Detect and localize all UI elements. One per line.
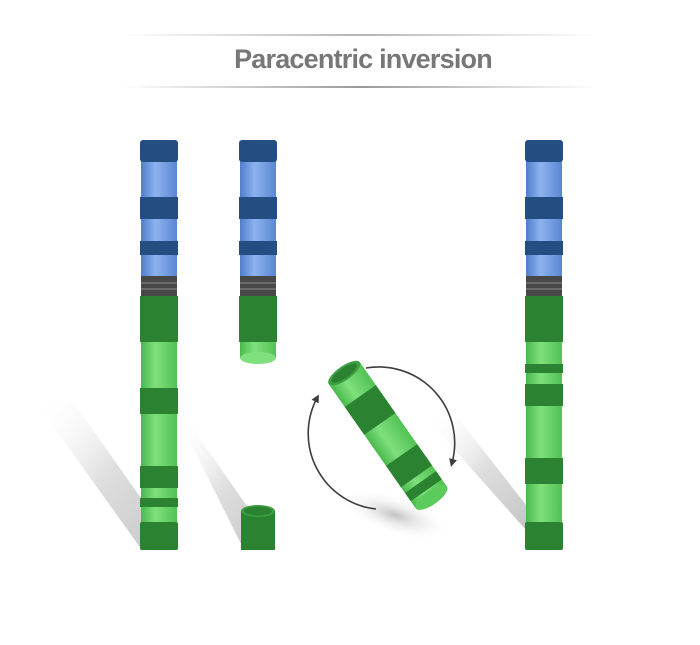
segment-band [344,385,396,435]
q-band [525,458,563,484]
chromosome-original [140,140,178,550]
rotating-segment-shadow [339,488,451,542]
rotation-arrow-icon [365,366,457,467]
distal-fragment [241,511,275,550]
chromosome-3-shadow [428,418,530,530]
q-band [140,296,178,342]
q-band [140,522,178,550]
segment-top-face [331,363,357,383]
p-band [239,140,277,162]
p-band [140,140,178,162]
centromere [240,276,276,296]
segment-band [404,471,442,502]
centromere [141,276,177,296]
segment-band [386,444,433,488]
p-band [140,197,178,219]
centromere [526,276,562,296]
inverted-segment [328,360,448,510]
centromere-stripe [240,282,276,284]
chromosome-inverted [525,140,563,550]
p-band [525,197,563,219]
centromere-stripe [141,282,177,284]
segment-bottom [415,485,448,510]
q-band [525,384,563,406]
q-band [525,522,563,550]
centromere-stripe [526,282,562,284]
rotation-arrow-icon [307,394,377,510]
title-top-rule [122,34,598,36]
q-band [239,296,277,342]
p-band [525,241,563,255]
diagram-title: Paracentric inversion [234,44,493,74]
q-band [140,498,178,507]
centromere-stripe [240,288,276,290]
fragment-top-face [244,506,272,516]
chromosome-broken [239,140,277,550]
centromere-stripe [141,288,177,290]
p-band [239,197,277,219]
centromere-stripe [526,288,562,290]
p-band [140,241,178,255]
break-end [240,352,276,364]
q-band [525,364,563,373]
q-band [525,296,563,342]
p-band [525,140,563,162]
q-band [140,466,178,488]
p-band [239,241,277,255]
q-band [140,388,178,414]
title-bottom-rule [122,86,598,88]
